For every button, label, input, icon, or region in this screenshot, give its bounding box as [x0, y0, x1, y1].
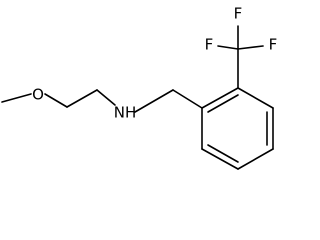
bond-cf3-f-left	[217, 45, 239, 50]
ring-bond-4	[237, 148, 274, 170]
structure-canvas: O NH F F F	[1, 4, 278, 170]
molecule-structure: O NH F F F	[1, 5, 278, 170]
ring-bond-5	[201, 148, 239, 170]
ring-double-bond-a	[207, 94, 239, 113]
bond-nitrogen-benzyl	[134, 89, 174, 113]
nitrogen-label: NH	[114, 104, 137, 122]
bond-ch2-nitrogen	[96, 89, 116, 106]
fluorine-left-label: F	[205, 36, 214, 54]
ring-bond-2	[237, 87, 274, 109]
ring-bond-1	[201, 87, 239, 109]
bond-cf3-f-right	[237, 45, 264, 50]
fluorine-top-label: F	[234, 5, 243, 23]
ring-double-bond-c	[207, 144, 239, 163]
fluorine-right-label: F	[269, 36, 278, 54]
bond-ch2-ch2	[66, 89, 98, 108]
bond-oxygen-ch2	[44, 93, 68, 108]
bond-benzyl-ring	[172, 89, 203, 109]
bond-methyl-oxygen	[1, 93, 32, 103]
oxygen-label: O	[32, 86, 44, 104]
